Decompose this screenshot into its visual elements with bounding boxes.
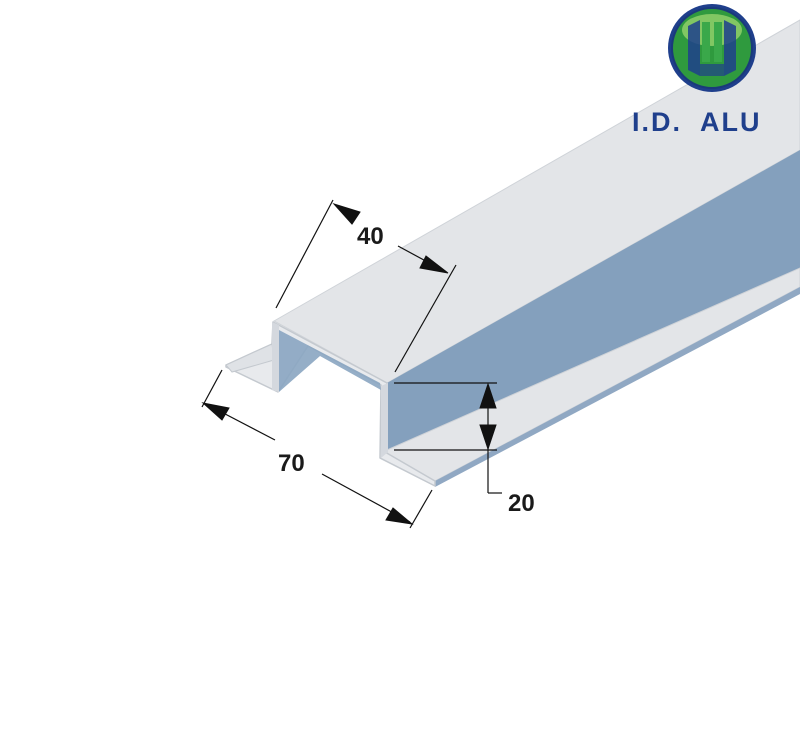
dim-70-arrow-left xyxy=(201,402,230,421)
dim-40-arrow-left xyxy=(332,202,361,225)
id-alu-globe-logo-icon xyxy=(668,4,756,92)
dim-label-20: 20 xyxy=(508,490,535,517)
dim-label-70: 70 xyxy=(278,450,305,477)
dim-40-extension-left xyxy=(275,199,334,309)
dim-40-arrow-right xyxy=(419,255,449,274)
profile-left-wall-face xyxy=(272,322,279,392)
profile-right-flange-edge xyxy=(435,287,800,487)
dim-70-extension-left xyxy=(201,369,223,408)
dim-70-extension-right xyxy=(409,489,433,529)
profile-left-channel xyxy=(279,330,381,392)
dimension-lines xyxy=(201,199,502,529)
dim-20-arrow-bottom xyxy=(479,424,497,451)
brand-name: I.D. ALU xyxy=(632,107,762,137)
dim-label-40: 40 xyxy=(357,223,384,250)
dim-40-extension-right xyxy=(394,264,457,373)
profile-inner-wall xyxy=(387,150,800,450)
dim-70-arrow-right xyxy=(385,507,414,525)
u-channel-profile xyxy=(225,19,800,487)
dim-20-arrow-top xyxy=(479,382,497,409)
profile-wall-face xyxy=(381,383,388,458)
